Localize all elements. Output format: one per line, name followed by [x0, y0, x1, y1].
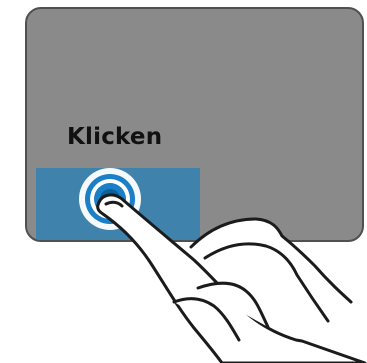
- click-zone: [36, 168, 200, 242]
- click-label: Klicken: [67, 124, 162, 150]
